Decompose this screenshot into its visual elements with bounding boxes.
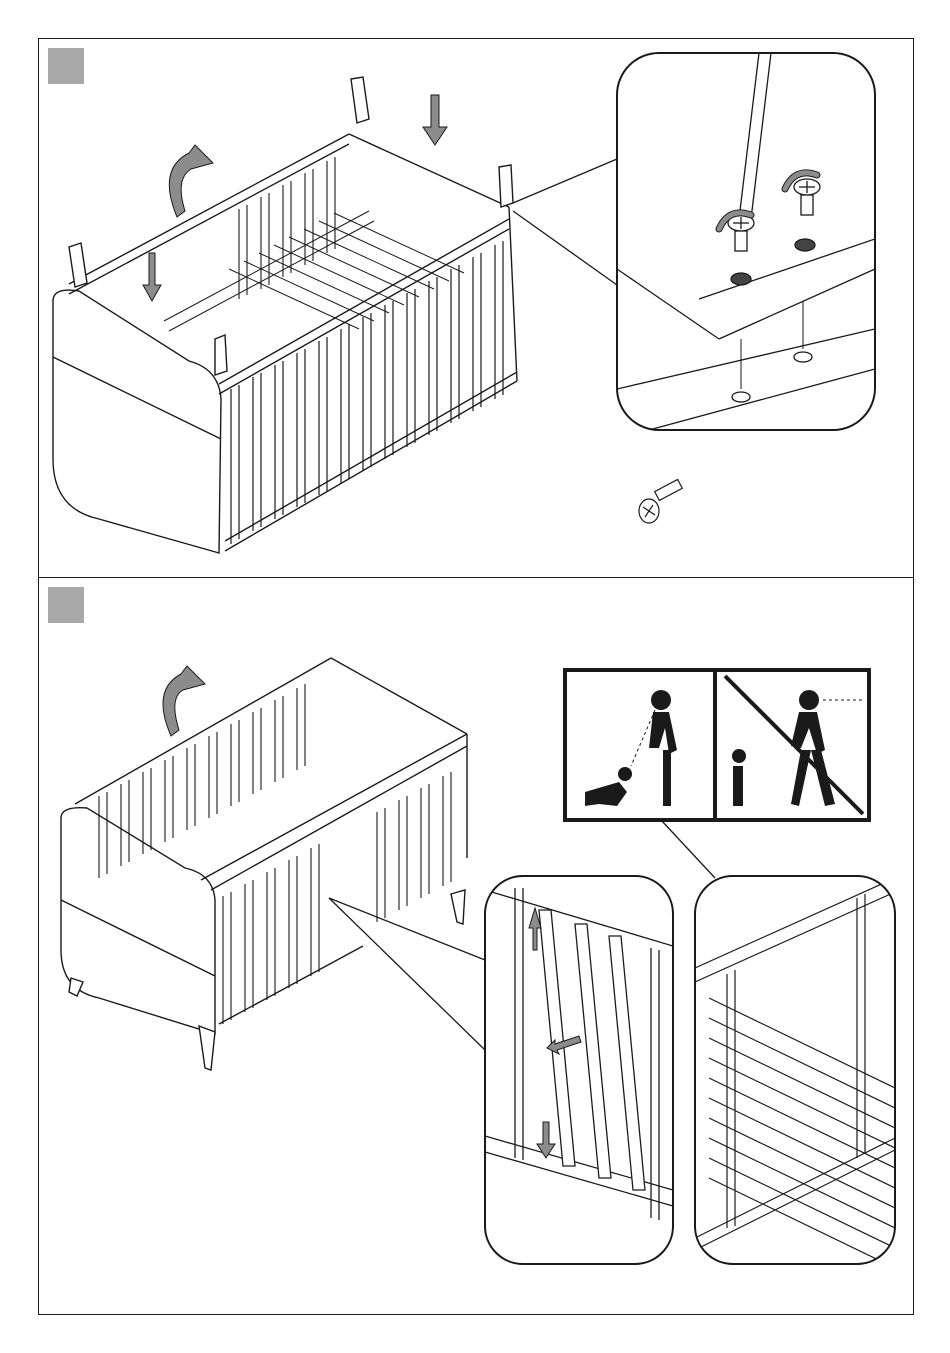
- callout-line: [513, 211, 617, 285]
- screw-detail-zoom: [617, 53, 875, 430]
- slat-removal-detail: [485, 876, 673, 1264]
- crib-upright-illustration: [61, 658, 467, 1070]
- step-1-illustration: [39, 39, 915, 579]
- crib-frame-illustration: [53, 77, 517, 553]
- slat-base-detail: [695, 876, 895, 1268]
- flip-arrow-icon: [163, 666, 205, 736]
- phillips-screw-icon: [639, 479, 682, 523]
- step-1-panel: [38, 38, 914, 578]
- flip-arrow-icon: [169, 145, 213, 217]
- child-supervision-warning: [565, 670, 869, 820]
- down-arrow-icon: [143, 253, 161, 301]
- callout-line: [661, 820, 715, 878]
- down-arrow-icon: [423, 95, 447, 145]
- step-2-illustration: [39, 578, 915, 1316]
- callout-line: [513, 159, 617, 203]
- step-2-panel: [38, 577, 914, 1315]
